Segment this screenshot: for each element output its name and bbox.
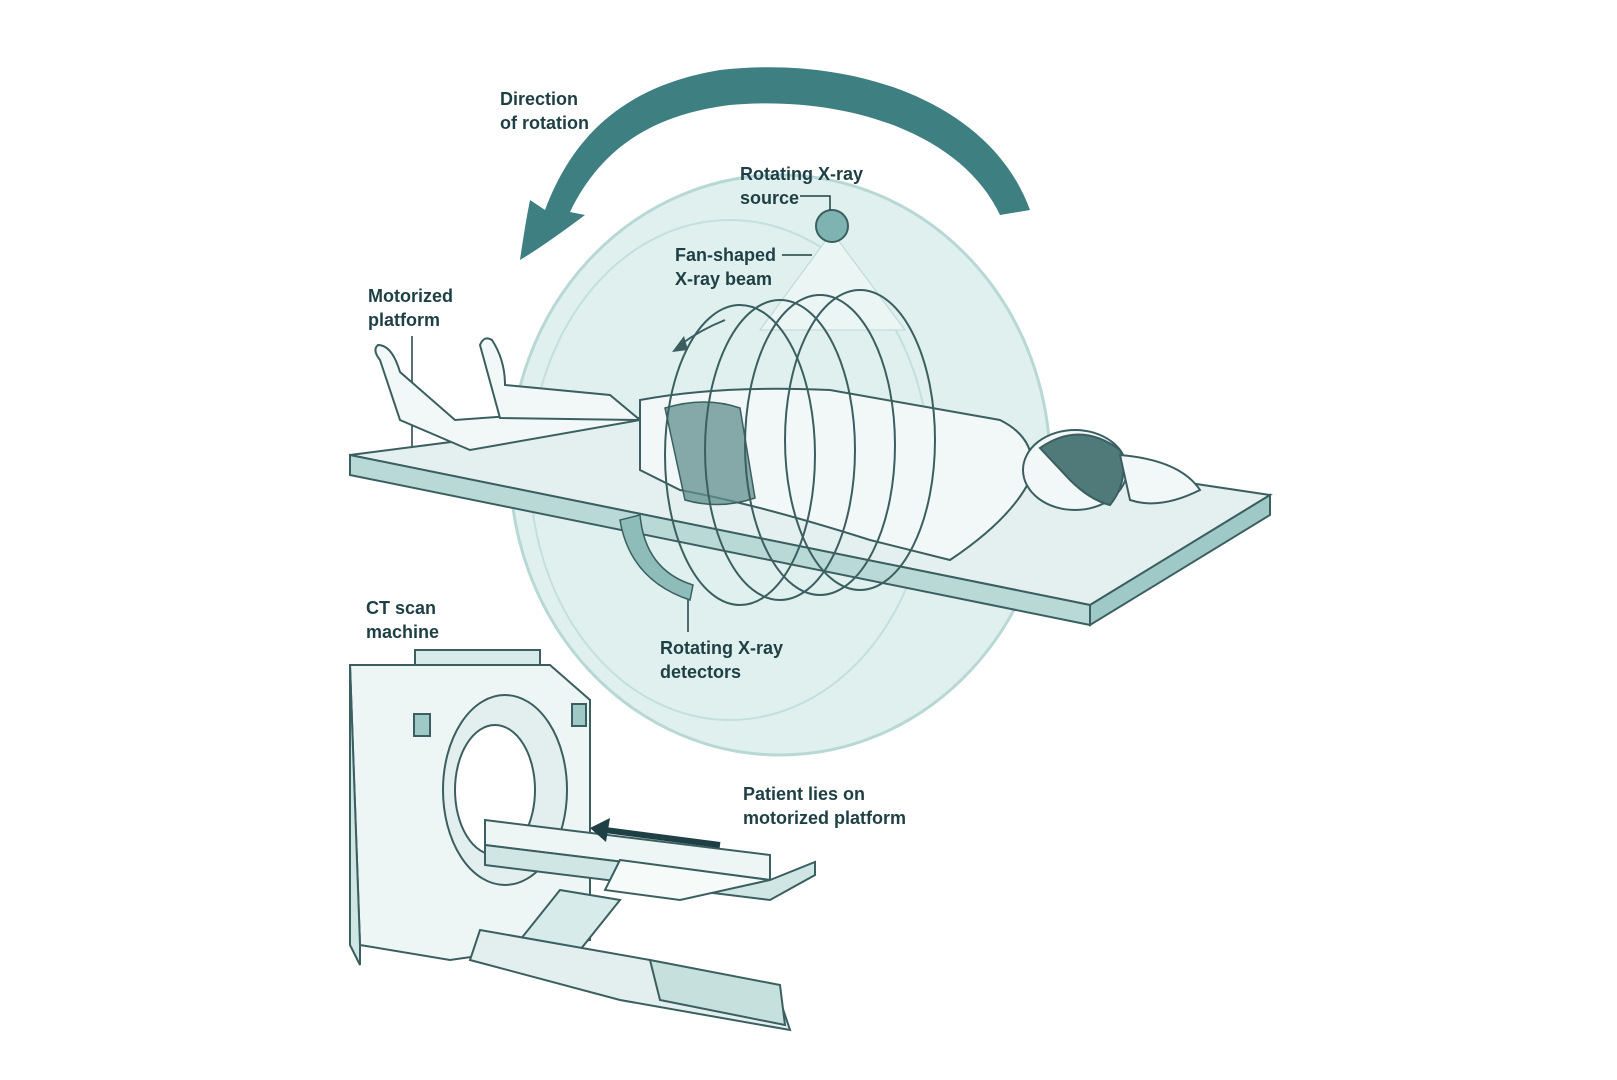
- detectors-label-line-2: detectors: [660, 662, 742, 682]
- xray-source-label: Rotating X-ray source: [740, 162, 863, 210]
- beam-label-line-1: Fan-shaped: [675, 245, 777, 265]
- patient-label: Patient lies on motorized platform: [743, 782, 906, 830]
- fan-beam-label: Fan-shaped X-ray beam: [675, 243, 776, 291]
- scan-band: [664, 401, 756, 506]
- motorized-platform-label: Motorized platform: [368, 284, 453, 332]
- direction-label-line-1: Direction: [500, 89, 579, 109]
- xray-source: [815, 209, 849, 243]
- patient-label-line-2: motorized platform: [743, 808, 907, 828]
- direction-label-line-2: of rotation: [500, 113, 589, 133]
- platform-motion-arrowhead: [590, 818, 610, 842]
- platform-label-line-1: Motorized: [368, 286, 453, 306]
- detectors-label-line-1: Rotating X-ray: [660, 638, 784, 658]
- ct-label-line-1: CT scan: [366, 598, 437, 618]
- ct-machine-label: CT scan machine: [366, 596, 439, 644]
- spiral-rings: [664, 289, 936, 606]
- platform-label-line-2: platform: [368, 310, 440, 330]
- ct-label-line-2: machine: [366, 622, 440, 642]
- source-leader: [800, 195, 831, 210]
- beam-label-line-2: X-ray beam: [675, 269, 773, 289]
- source-label-line-2: source: [740, 188, 800, 208]
- platform-motion-arrow: [604, 827, 721, 848]
- direction-of-rotation-label: Direction of rotation: [500, 87, 589, 135]
- xray-detectors-label: Rotating X-ray detectors: [660, 636, 783, 684]
- fan-beam: [759, 231, 906, 331]
- source-label-line-1: Rotating X-ray: [740, 164, 864, 184]
- rotation-arrow: [520, 67, 1030, 260]
- platform-end: [1089, 493, 1271, 627]
- ct-machine-drawing: [348, 649, 816, 1032]
- detector-arc: [619, 514, 694, 601]
- ring-arrowhead: [672, 336, 688, 352]
- patient-label-line-1: Patient lies on: [743, 784, 866, 804]
